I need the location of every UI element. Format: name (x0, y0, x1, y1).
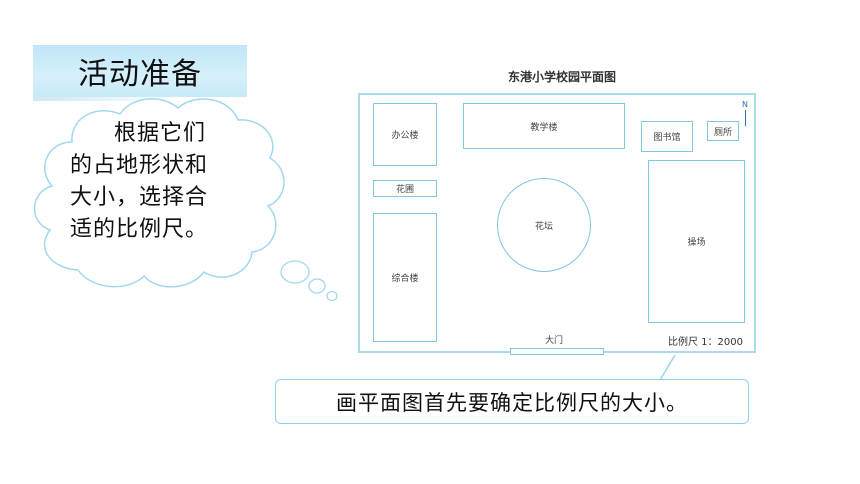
gate-label: 大门 (545, 336, 564, 346)
banner-shadow (33, 97, 173, 101)
flowerbed-circle: 花坛 (497, 178, 591, 272)
cloud-line: 适的比例尺。 (70, 217, 209, 242)
plan-title: 东港小学校园平面图 (507, 70, 616, 84)
cloud-text: 根据它们 的占地形状和 大小，选择合 适的比例尺。 (70, 118, 250, 246)
section-title: 活动准备 (78, 57, 202, 92)
room-complex: 综合楼 (373, 213, 437, 342)
cloud-line: 大小，选择合 (70, 185, 209, 210)
gate-bar (510, 348, 604, 355)
room-toilet: 厕所 (707, 121, 739, 141)
callout-text: 画平面图首先要确定比例尺的大小。 (336, 390, 688, 415)
room-garden: 花圃 (373, 180, 437, 197)
scale-label: 比例尺 1：2000 (668, 337, 743, 348)
room-teaching: 教学楼 (463, 103, 625, 149)
north-arrow-icon: N (740, 100, 750, 126)
section-title-banner: 活动准备 (33, 45, 247, 97)
cloud-line: 的占地形状和 (70, 153, 209, 178)
cloud-line: 根据它们 (114, 121, 207, 146)
callout-box: 画平面图首先要确定比例尺的大小。 (275, 379, 749, 424)
room-library: 图书馆 (641, 121, 693, 152)
room-office: 办公楼 (373, 103, 437, 166)
room-playground: 操场 (648, 160, 745, 323)
thought-cloud (33, 98, 338, 302)
